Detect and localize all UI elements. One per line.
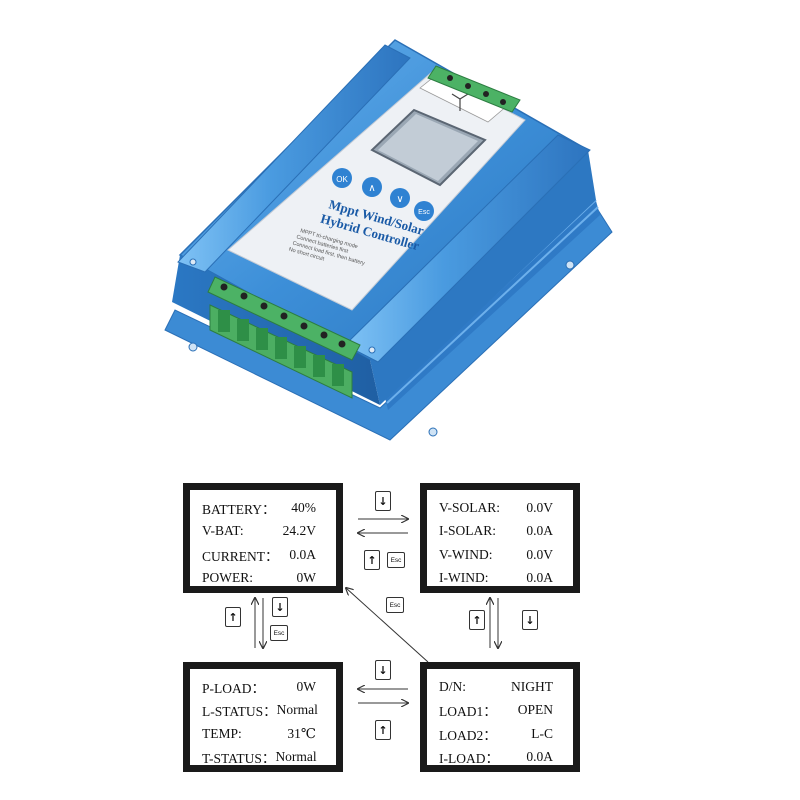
esc-key-label: Esc (390, 556, 402, 564)
row-load2: LOAD2：L-C (439, 725, 553, 743)
row-v-solar: V-SOLAR:0.0V (439, 499, 553, 515)
up-key-top: ↑ (364, 550, 380, 570)
row-day-night: D/N:NIGHT (439, 678, 553, 694)
esc-key-left: Esc (270, 625, 288, 641)
arrow-down-icon: ↓ (525, 613, 535, 627)
left-rail (177, 44, 411, 273)
row-t-status: T-STATUS：Normal (202, 749, 317, 767)
svg-text:∨: ∨ (396, 194, 403, 205)
down-key-bottom: ↓ (375, 660, 391, 680)
esc-key-top: Esc (387, 552, 405, 568)
row-load1: LOAD1：OPEN (439, 702, 553, 720)
arrow-down-icon: ↓ (378, 663, 388, 677)
up-key-right: ↑ (469, 610, 485, 630)
row-i-load: I-LOAD：0.0A (439, 749, 553, 767)
arrow-up-icon: ↑ (378, 723, 388, 737)
row-l-status: L-STATUS：Normal (202, 702, 318, 720)
row-temp: TEMP:31℃ (202, 725, 316, 741)
right-rail (344, 134, 591, 363)
arrow-down-icon: ↓ (275, 600, 285, 614)
arrow-down-icon: ↓ (378, 494, 388, 508)
controller-illustration: OK ∧ ∨ Esc Mppt Wind/Solar Hybrid Contro… (164, 39, 613, 441)
terminal-block-top (427, 65, 521, 113)
arrow-up-icon: ↑ (228, 610, 238, 624)
svg-text:Esc: Esc (418, 209, 430, 216)
up-key-bottom: ↑ (375, 720, 391, 740)
row-power: POWER:0W (202, 570, 316, 586)
row-battery: BATTERY：40% (202, 499, 316, 517)
row-p-load: P-LOAD：0W (202, 678, 316, 696)
up-key-left: ↑ (225, 607, 241, 627)
device-buttons: OK ∧ ∨ Esc (332, 168, 434, 221)
row-current: CURRENT：0.0A (202, 546, 316, 564)
row-v-wind: V-WIND:0.0V (439, 546, 553, 562)
down-key-left: ↓ (272, 597, 288, 617)
screen-solar-wind: V-SOLAR:0.0V I-SOLAR:0.0A V-WIND:0.0V I-… (420, 483, 580, 593)
esc-key-label: Esc (389, 601, 401, 609)
screen-night-load: D/N:NIGHT LOAD1：OPEN LOAD2：L-C I-LOAD：0.… (420, 662, 580, 772)
down-key-top: ↓ (375, 491, 391, 511)
row-i-solar: I-SOLAR:0.0A (439, 523, 553, 539)
down-key-right: ↓ (522, 610, 538, 630)
esc-key-diagonal: Esc (386, 597, 404, 613)
terminal-block-bottom (207, 276, 361, 399)
arrow-up-icon: ↑ (472, 613, 482, 627)
row-i-wind: I-WIND:0.0A (439, 570, 553, 586)
screen-load-status: P-LOAD：0W L-STATUS：Normal TEMP:31℃ T-STA… (183, 662, 343, 772)
row-v-bat: V-BAT:24.2V (202, 523, 316, 539)
svg-text:OK: OK (336, 175, 348, 184)
svg-text:∧: ∧ (368, 183, 375, 194)
esc-key-label: Esc (273, 629, 285, 637)
screen-battery: BATTERY：40% V-BAT:24.2V CURRENT：0.0A POW… (183, 483, 343, 593)
arrow-up-icon: ↑ (367, 553, 377, 567)
